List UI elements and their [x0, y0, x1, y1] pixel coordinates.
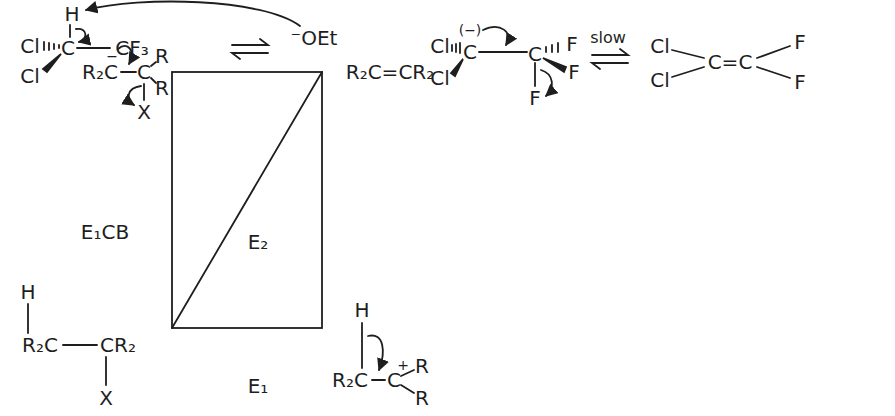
- atom-label: R: [415, 388, 429, 408]
- atom-label: Cl: [20, 36, 40, 56]
- reagent-label: ⁻OEt: [291, 28, 338, 48]
- curved-arrow: [76, 29, 85, 42]
- mechanism-label: E₁CB: [81, 222, 129, 242]
- hashed-bond: [452, 43, 460, 53]
- mechanism-label: E₁: [248, 376, 269, 396]
- group-label: CR₂: [100, 335, 136, 355]
- group-label: R₂C: [22, 335, 58, 355]
- bond: [672, 67, 704, 77]
- bond: [69, 25, 71, 37]
- bond: [672, 50, 704, 58]
- charge-label: +: [397, 358, 409, 372]
- atom-label: H: [20, 282, 35, 302]
- atom-label: F: [794, 72, 806, 92]
- charge-label: (−): [459, 23, 482, 37]
- group-label: R₂C: [332, 370, 368, 390]
- atom-label: Cl: [650, 36, 670, 56]
- bond: [77, 47, 110, 49]
- hashed-bond: [546, 43, 558, 52]
- atom-label: X: [99, 388, 113, 408]
- mechanism-label: E₂: [248, 232, 269, 252]
- bond: [372, 379, 385, 381]
- bond: [27, 304, 29, 333]
- bond: [361, 323, 363, 368]
- alkene-label: C=C: [708, 52, 753, 72]
- atom-label: R: [155, 46, 169, 66]
- bond: [121, 71, 136, 73]
- atom-label: F: [568, 62, 580, 82]
- atom-label: C: [463, 42, 477, 62]
- condition-label: slow: [590, 30, 626, 46]
- wedge-bond: [43, 54, 61, 72]
- bond: [105, 357, 107, 385]
- charge-label: −: [106, 49, 118, 63]
- group-label: CF₃: [115, 38, 149, 58]
- group-label: R₂C: [82, 62, 118, 82]
- equilibrium-arrow: [592, 49, 628, 55]
- wedge-bond: [451, 59, 463, 76]
- atom-label: F: [794, 32, 806, 52]
- equilibrium-arrow: [232, 53, 268, 59]
- atom-label: X: [137, 102, 151, 122]
- atom-label: C: [387, 370, 401, 390]
- atom-label: C: [61, 38, 75, 58]
- curved-arrow: [86, 2, 300, 26]
- atom-label: F: [529, 88, 541, 108]
- bond: [534, 63, 536, 86]
- equilibrium-arrow: [232, 39, 268, 45]
- atom-label: Cl: [430, 36, 450, 56]
- bond: [757, 46, 790, 58]
- bond: [63, 344, 97, 346]
- bond: [143, 84, 145, 100]
- atom-label: R: [155, 78, 169, 98]
- hashed-bond: [44, 42, 59, 50]
- bond: [401, 385, 414, 393]
- wedge-bond: [543, 58, 566, 72]
- atom-label: C: [137, 62, 151, 82]
- atom-label: Cl: [650, 70, 670, 90]
- curved-arrow: [368, 335, 383, 370]
- atom-label: F: [566, 34, 578, 54]
- atom-label: H: [354, 300, 369, 320]
- bond: [757, 67, 790, 78]
- atom-label: C: [528, 44, 542, 64]
- atom-label: R: [415, 356, 429, 376]
- curved-arrow: [483, 27, 508, 45]
- scheme-diagonal: [172, 72, 322, 328]
- scheme-square: [172, 72, 322, 328]
- bond: [479, 51, 527, 53]
- equilibrium-arrow: [592, 63, 628, 69]
- alkene-label: R₂C=CR₂: [346, 62, 435, 82]
- atom-label: H: [64, 4, 79, 24]
- atom-label: Cl: [20, 66, 40, 86]
- curved-arrow: [541, 70, 552, 96]
